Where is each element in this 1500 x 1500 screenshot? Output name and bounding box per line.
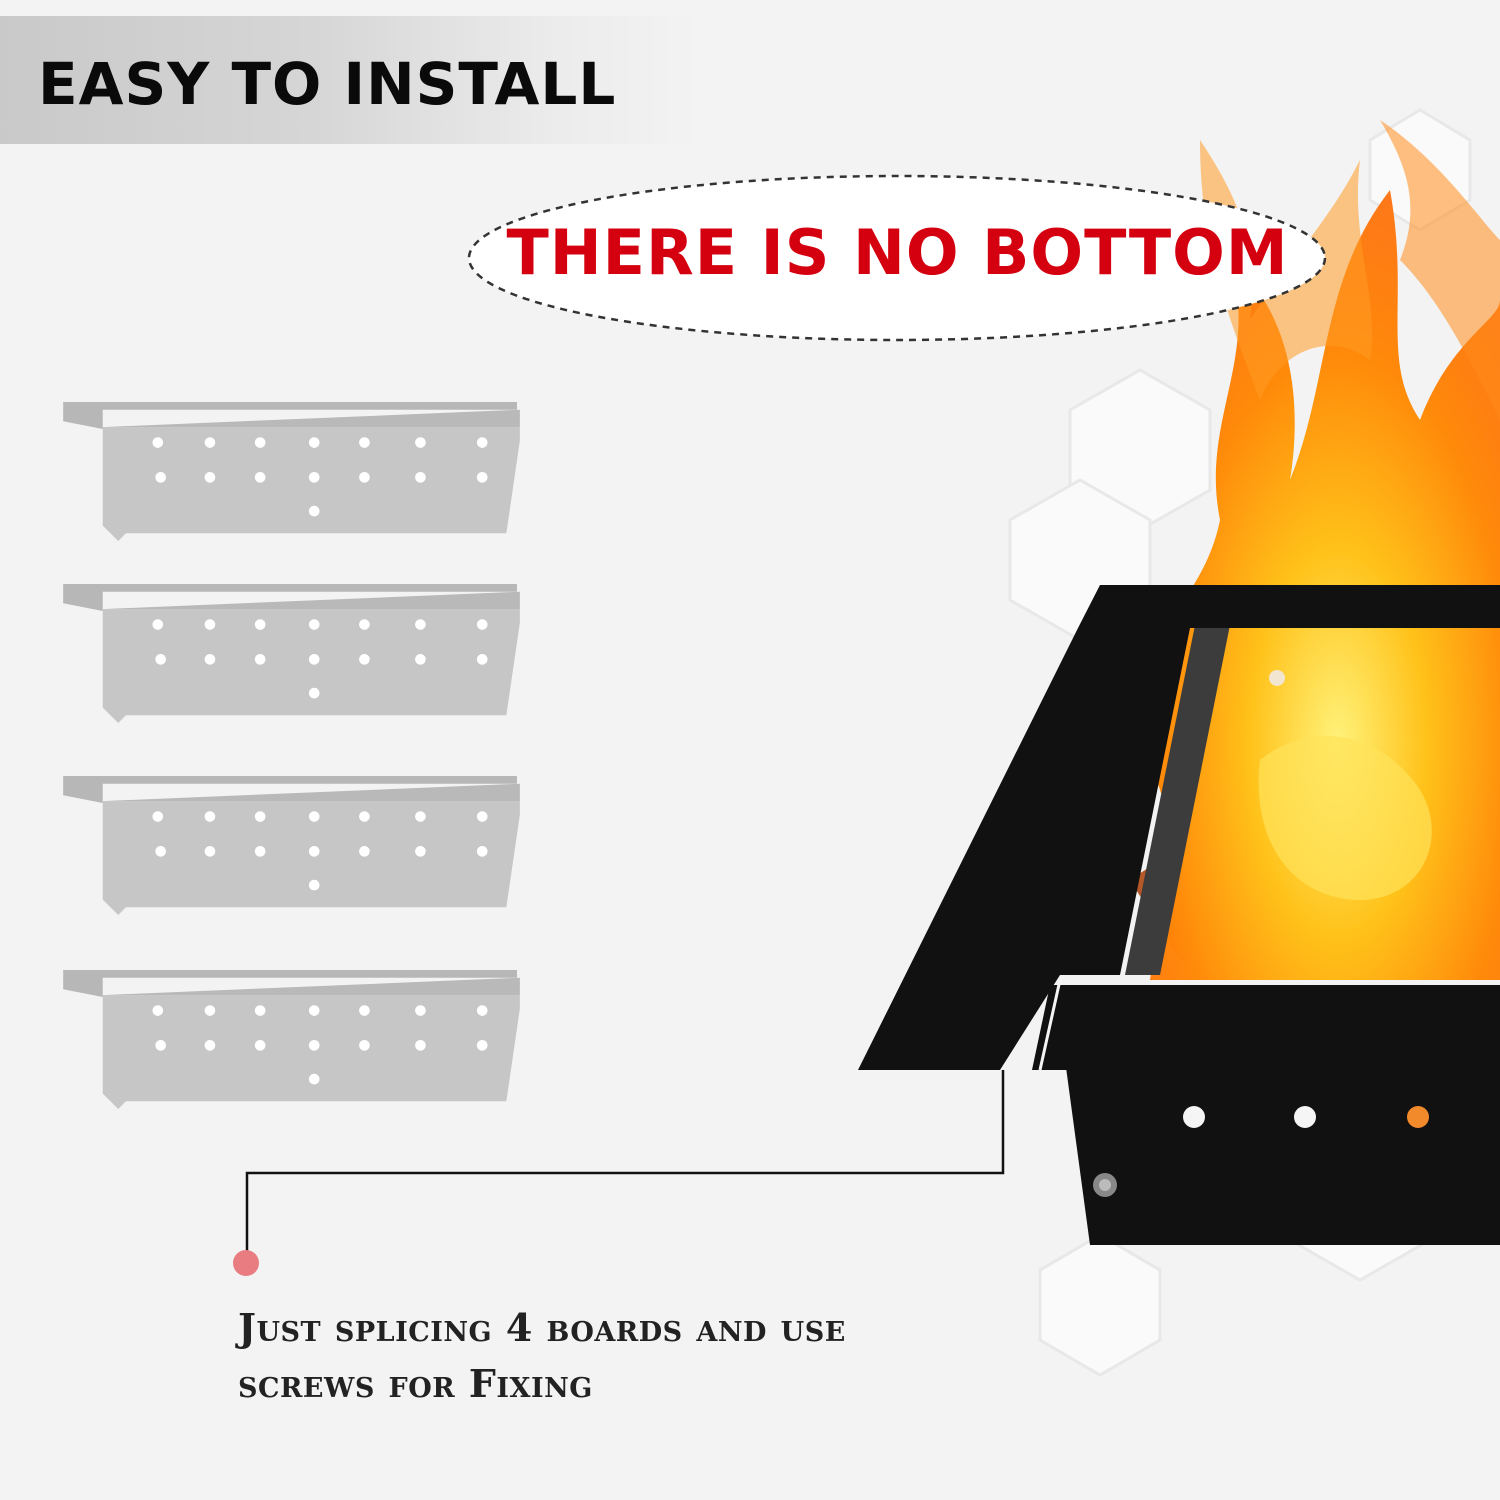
steel-panel [63,776,520,916]
page-title: EASY TO INSTALL [38,50,617,118]
steel-panel [63,970,520,1110]
steel-panel [63,402,520,542]
description-line-1: Just splicing 4 boards and use [238,1305,846,1350]
steel-panel [63,584,520,724]
title-banner: EASY TO INSTALL [0,16,700,144]
install-description: Just splicing 4 boards and use screws fo… [238,1300,1058,1412]
callout-text: THERE IS NO BOTTOM [506,216,1289,289]
marker-dot [233,1250,259,1276]
description-line-2: screws for Fixing [238,1361,593,1406]
